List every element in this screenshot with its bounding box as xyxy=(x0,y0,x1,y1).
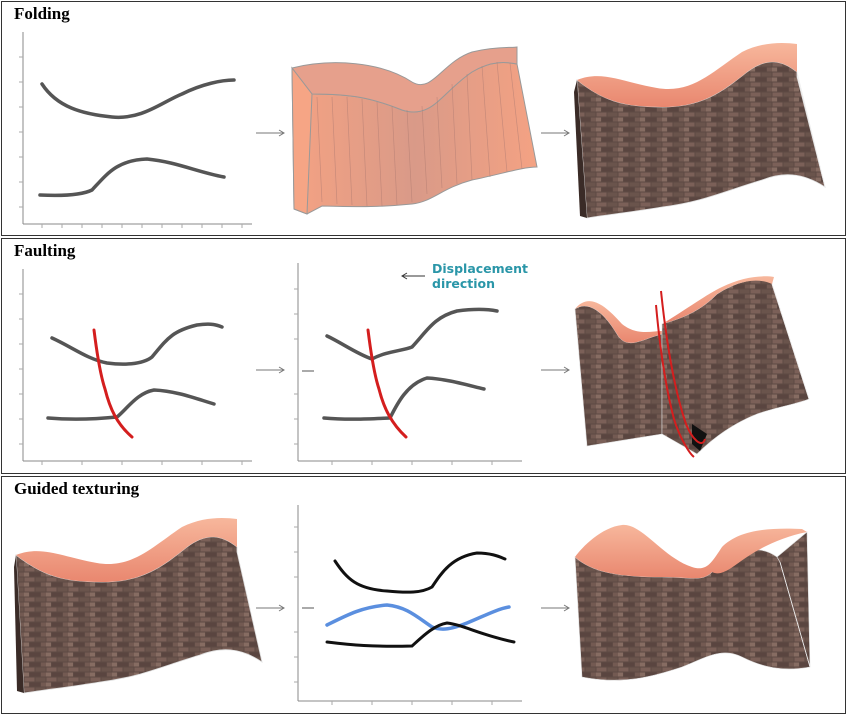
lower-horizon-curve xyxy=(46,388,216,421)
sketch-axes xyxy=(19,269,252,465)
lower-horizon-curve xyxy=(325,621,516,648)
upper-horizon-curve xyxy=(50,322,224,366)
arrow-left-icon xyxy=(401,272,425,280)
guided-textured-block xyxy=(574,524,811,681)
faulting-illustration: Displacement direction xyxy=(19,261,810,465)
upper-horizon-curve xyxy=(40,78,236,120)
panel-title: Folding xyxy=(14,4,70,23)
fault-line xyxy=(92,328,134,439)
arrow-right-icon xyxy=(541,604,570,612)
sketch-axes xyxy=(19,32,252,228)
folding-panel: Folding xyxy=(1,1,846,236)
textured-folded-block xyxy=(574,42,826,219)
panel-title: Guided texturing xyxy=(14,479,140,498)
folding-illustration xyxy=(19,32,826,228)
faulting-panel: Faulting xyxy=(1,238,846,474)
sketch-axes xyxy=(294,263,522,465)
lower-horizon-curve xyxy=(38,157,226,198)
folded-mesh-surface xyxy=(291,46,538,215)
guided-texturing-illustration xyxy=(14,505,811,705)
displaced-upper-horizon-curve xyxy=(325,307,499,361)
textured-folded-block xyxy=(14,517,263,694)
arrow-right-icon xyxy=(541,366,570,374)
displaced-lower-horizon-curve xyxy=(322,376,486,421)
guide-curve xyxy=(325,603,511,631)
arrow-right-icon xyxy=(256,129,285,137)
arrow-right-icon xyxy=(256,366,285,374)
upper-horizon-curve xyxy=(333,551,507,594)
faulted-textured-block xyxy=(574,276,810,458)
fault-line xyxy=(660,290,706,444)
fault-line xyxy=(366,328,408,439)
displacement-direction-label: Displacement xyxy=(432,261,528,276)
sketch-axes xyxy=(294,505,522,705)
panel-title: Faulting xyxy=(14,241,76,260)
guided-texturing-panel: Guided texturing xyxy=(1,476,846,714)
displacement-direction-label-line2: direction xyxy=(432,276,495,291)
arrow-right-icon xyxy=(541,129,570,137)
arrow-right-icon xyxy=(256,604,285,612)
fault-line xyxy=(655,304,695,458)
